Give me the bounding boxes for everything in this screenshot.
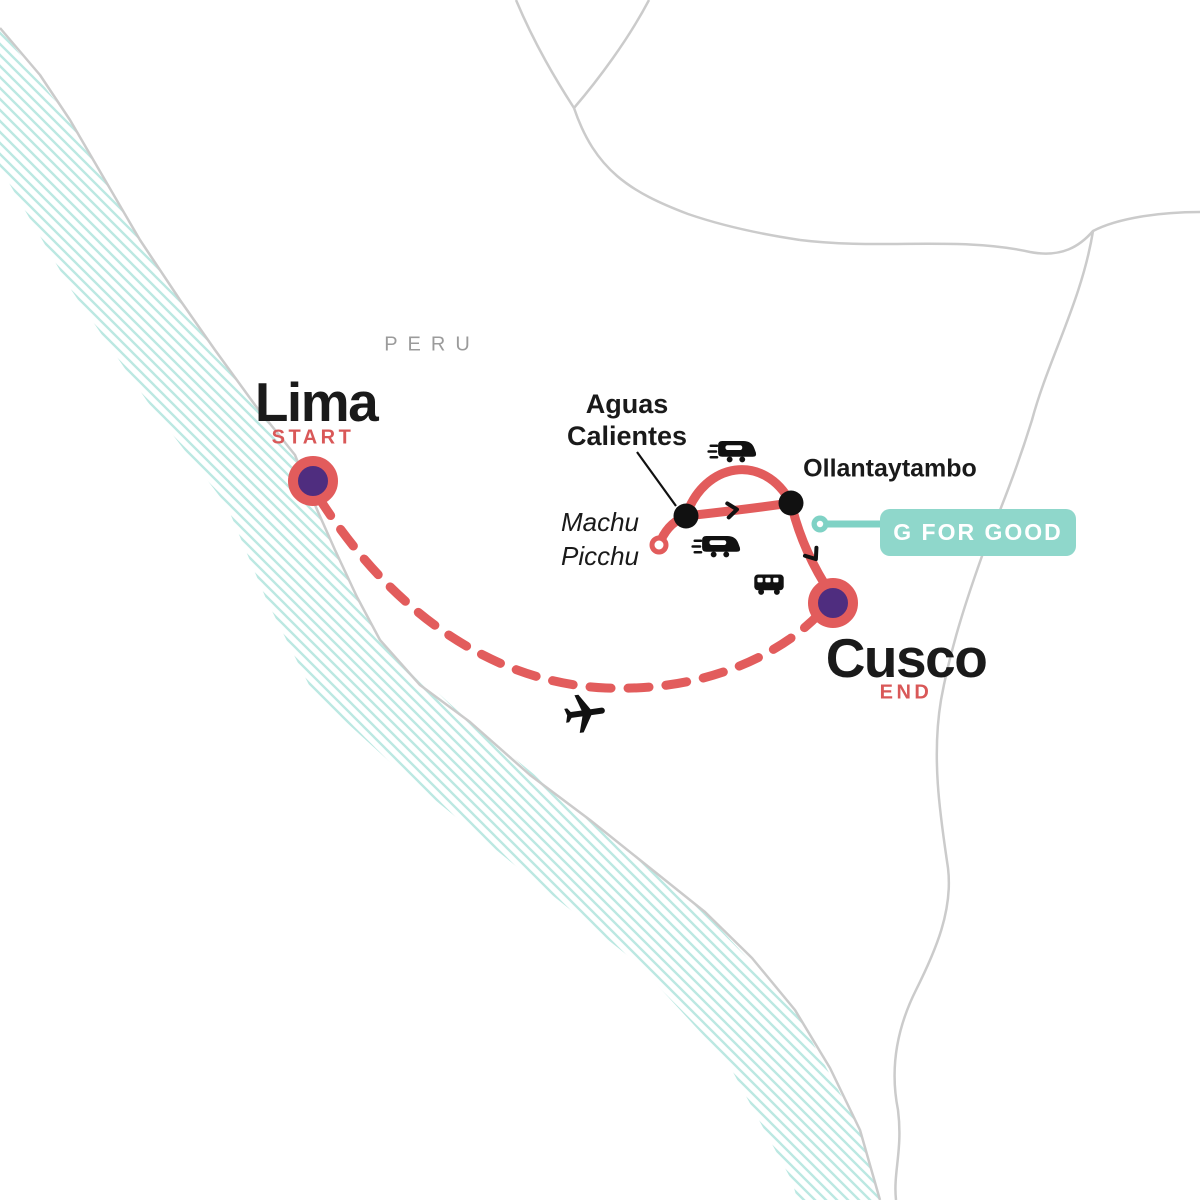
aguas-calientes-stop-dot bbox=[673, 503, 699, 529]
ground-routes bbox=[654, 465, 836, 599]
aguas-calientes-pointer-line bbox=[636, 451, 677, 507]
aguas-calientes-label: Aguas Calientes bbox=[566, 389, 688, 451]
cusco-end-tag: END bbox=[879, 681, 933, 704]
cusco-label: Cusco bbox=[825, 627, 988, 689]
ollantaytambo-label: Ollantaytambo bbox=[803, 454, 977, 483]
coastline bbox=[0, 27, 882, 1200]
bus-icon bbox=[754, 574, 784, 595]
cusco-marker bbox=[808, 578, 858, 628]
country-borders bbox=[514, 0, 1200, 1200]
lima-start-tag: START bbox=[271, 426, 355, 449]
machu-picchu-marker bbox=[649, 535, 669, 555]
country-label: PERU bbox=[384, 333, 480, 356]
machu-picchu-label: Machu Picchu bbox=[560, 507, 640, 571]
g-for-good-badge: G FOR GOOD bbox=[880, 509, 1076, 556]
ocean-hatching bbox=[0, 28, 880, 1200]
lima-marker bbox=[288, 456, 338, 506]
gfg-marker-center bbox=[816, 520, 824, 528]
airplane-icon bbox=[564, 694, 605, 733]
lima-label: Lima bbox=[254, 371, 379, 433]
flight-route bbox=[314, 493, 826, 693]
train-icon-return bbox=[691, 534, 742, 559]
ollantaytambo-stop-dot bbox=[778, 490, 804, 516]
train-icon-outbound bbox=[707, 439, 758, 464]
route-aguas-ollantaytambo-arc bbox=[681, 465, 796, 521]
